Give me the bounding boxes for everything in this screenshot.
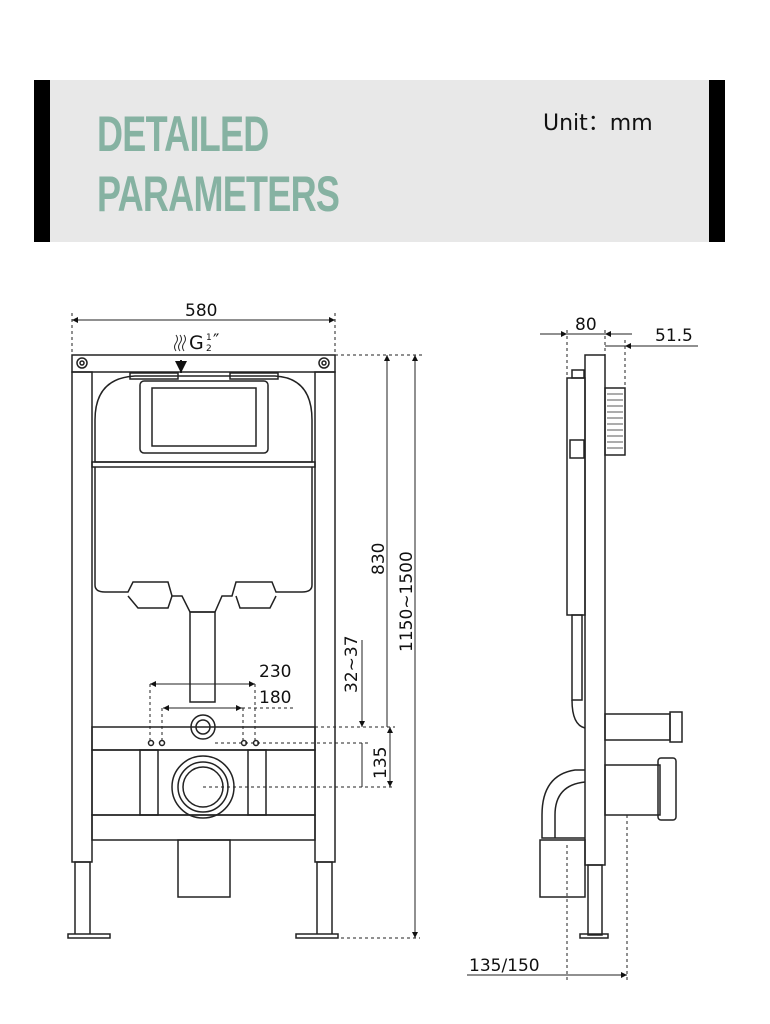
banner-left-bar: [34, 80, 50, 242]
spacing-180-label: 180: [259, 688, 291, 708]
bolt-icon: [318, 357, 330, 369]
drain-box: [177, 839, 231, 898]
cistern-side: [566, 377, 586, 616]
inlet-inch-mark: ″: [213, 331, 219, 351]
flange-label: 51.5: [655, 326, 693, 346]
inlet-fraction-den: 2: [206, 344, 212, 354]
banner-right-bar: [709, 80, 725, 242]
side-post: [584, 354, 606, 866]
side-view: [539, 354, 683, 939]
inlet-label: G: [189, 332, 204, 354]
flush-pipe: [189, 611, 216, 703]
top-rail: [71, 354, 336, 373]
front-view: [67, 354, 339, 939]
cistern-band: [91, 461, 316, 468]
inlet-fraction-num: 1: [206, 333, 212, 343]
cistern-lower: [94, 467, 313, 613]
flush-plate-opening: [139, 380, 269, 454]
drain-elbow: [541, 769, 585, 839]
outlet-depth-label: 135/150: [469, 956, 540, 976]
clip: [229, 372, 279, 380]
flush-flange: [604, 387, 626, 456]
left-foot: [67, 933, 111, 939]
height-830-label: 830: [369, 543, 389, 575]
right-post: [314, 371, 336, 863]
header-banner: [34, 80, 725, 242]
side-dimensions: [467, 330, 698, 980]
lower-frame: [91, 749, 316, 816]
height-range-label: 1150~1500: [397, 551, 417, 652]
page-title: DETAILED PARAMETERS: [97, 104, 340, 224]
flush-pipe-side: [571, 614, 583, 701]
side-drain-box: [539, 839, 586, 898]
offset-label: 32~37: [342, 635, 362, 693]
right-foot: [295, 933, 339, 939]
bottom-rail: [91, 814, 316, 841]
clip: [129, 372, 179, 380]
inlet-pipe-side: [604, 713, 671, 741]
left-post: [71, 371, 93, 863]
right-leg: [316, 861, 333, 936]
spacing-230-label: 230: [259, 662, 291, 682]
side-leg: [587, 864, 603, 936]
flush-plate-inner: [151, 387, 257, 447]
drain-pipe-side: [604, 764, 661, 816]
left-leg: [74, 861, 91, 936]
title-line-2: PARAMETERS: [97, 166, 340, 222]
bolt-icon: [76, 357, 88, 369]
front-dimensions: [71, 313, 425, 939]
outlet-height-label: 135: [371, 747, 391, 779]
side-foot: [579, 933, 609, 939]
unit-label: Unit：mm: [543, 111, 653, 136]
depth-80-label: 80: [575, 315, 597, 335]
title-line-1: DETAILED: [97, 106, 269, 162]
cistern-upper: [94, 375, 313, 463]
width-label: 580: [185, 301, 217, 321]
